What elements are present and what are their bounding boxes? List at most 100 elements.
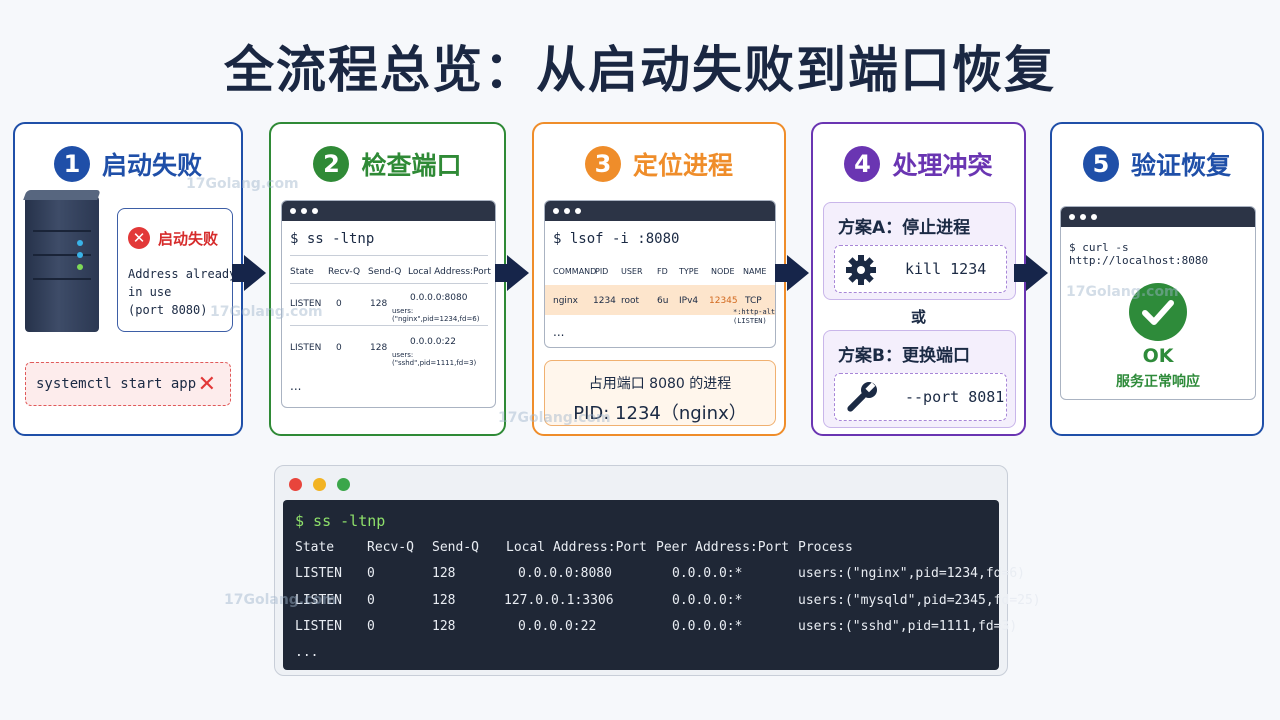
table-cell: 12345 bbox=[709, 296, 738, 306]
table-cell: 128 bbox=[432, 566, 456, 581]
ellipsis: ... bbox=[553, 325, 565, 339]
page-title: 全流程总览：从启动失败到端口恢复 bbox=[224, 41, 1056, 99]
flow-arrow bbox=[1014, 255, 1048, 291]
table-cell: 0.0.0.0:* bbox=[672, 619, 743, 634]
terminal-command: $ curl -s http://localhost:8080 bbox=[1069, 241, 1209, 267]
column-header: FD bbox=[657, 267, 668, 276]
table-cell: 128 bbox=[370, 343, 388, 353]
table-cell: users:("mysqld",pid=2345,fd=25) bbox=[798, 593, 1041, 608]
column-header: Local Address:Port bbox=[408, 267, 491, 277]
minimize-dot[interactable] bbox=[313, 478, 326, 491]
table-cell: 0.0.0.0:22 bbox=[518, 619, 597, 634]
step-title: 定位进程 bbox=[632, 151, 733, 180]
mini-terminal: $ ss -ltnp State Recv-Q Send-Q Local Add… bbox=[281, 200, 496, 408]
mini-terminal: $ lsof -i :8080 COMMAND PID USER FD TYPE… bbox=[544, 200, 776, 348]
plan-b-title: 方案B：更换端口 bbox=[838, 346, 970, 366]
occupy-label: 占用端口 8080 的进程 bbox=[588, 376, 732, 392]
step-number: 5 bbox=[1082, 146, 1119, 182]
plan-a-command: kill 1234 bbox=[905, 260, 987, 278]
plan-b: 方案B：更换端口 --port 8081 bbox=[823, 330, 1016, 428]
pid-label: PID: 1234（nginx） bbox=[573, 403, 747, 424]
maximize-dot[interactable] bbox=[337, 478, 350, 491]
column-header: Send-Q bbox=[432, 540, 479, 555]
table-cell: 0.0.0.0:8080 bbox=[518, 566, 612, 581]
ok-label: OK bbox=[1142, 345, 1174, 367]
column-header: NODE bbox=[711, 267, 735, 276]
step-4-card: 4 处理冲突 方案A：停止进程 kill 1234 或 方案B：更换端口 bbox=[811, 122, 1026, 436]
flow-arrow bbox=[232, 255, 266, 291]
table-cell: 0 bbox=[336, 343, 342, 353]
plan-a: 方案A：停止进程 kill 1234 bbox=[823, 202, 1016, 300]
table-cell: users:("sshd",pid=1111,fd=3) bbox=[798, 619, 1018, 634]
table-cell: LISTEN bbox=[290, 343, 322, 353]
column-header: PID bbox=[595, 267, 609, 276]
terminal-command: $ ss -ltnp bbox=[290, 231, 375, 247]
step-2-card: 2 检查端口 $ ss -ltnp State Recv-Q Send-Q Lo… bbox=[269, 122, 506, 436]
ellipsis: ... bbox=[295, 645, 319, 660]
server-icon bbox=[23, 190, 101, 332]
watermark: 17Golang.com bbox=[224, 592, 337, 608]
column-header: Recv-Q bbox=[328, 267, 361, 277]
step-number: 3 bbox=[584, 146, 621, 182]
table-cell: 0.0.0.0:* bbox=[672, 593, 743, 608]
table-cell: 0 bbox=[367, 593, 375, 608]
x-circle-icon: ✕ bbox=[128, 227, 150, 249]
check-circle-icon bbox=[1129, 283, 1187, 341]
step-5-card: 5 验证恢复 $ curl -s http://localhost:8080 O… bbox=[1050, 122, 1264, 436]
table-cell: users:("sshd",pid=1111,fd=3) bbox=[392, 351, 477, 367]
column-header: Recv-Q bbox=[367, 540, 414, 555]
highlighted-row bbox=[545, 285, 775, 315]
column-header: Send-Q bbox=[368, 267, 402, 277]
step-number: 2 bbox=[313, 146, 350, 182]
step-1-card: 1 启动失败 ✕ 启动失败 Address already in use (po… bbox=[13, 122, 243, 436]
table-cell: 0.0.0.0:22 bbox=[410, 337, 456, 347]
table-cell: 0.0.0.0:* bbox=[672, 566, 743, 581]
column-header: Local Address:Port bbox=[506, 540, 647, 555]
terminal-command: $ ss -ltnp bbox=[295, 512, 386, 530]
ellipsis: ... bbox=[290, 379, 302, 393]
table-cell: 0 bbox=[367, 566, 375, 581]
table-cell: 0 bbox=[336, 299, 342, 309]
table-cell: 128 bbox=[432, 593, 456, 608]
table-cell: users:("nginx",pid=1234,fd=6) bbox=[798, 566, 1025, 581]
step-title: 启动失败 bbox=[101, 151, 202, 180]
column-header: TYPE bbox=[679, 267, 699, 276]
watermark: 17Golang.com bbox=[1066, 284, 1179, 300]
step-4-header: 4 处理冲突 bbox=[813, 146, 1024, 182]
flow-arrow bbox=[495, 255, 529, 291]
table-cell: LISTEN bbox=[295, 593, 342, 608]
table-cell: LISTEN bbox=[295, 566, 342, 581]
ok-sub-label: 服务正常响应 bbox=[1116, 374, 1200, 390]
close-dot[interactable] bbox=[289, 478, 302, 491]
table-cell: nginx bbox=[553, 296, 578, 306]
watermark: 17Golang.com bbox=[210, 304, 323, 320]
table-cell: LISTEN bbox=[290, 299, 322, 309]
step-title: 验证恢复 bbox=[1130, 151, 1231, 180]
command-text: systemctl start app bbox=[36, 376, 197, 392]
step-5-header: 5 验证恢复 bbox=[1052, 146, 1262, 182]
error-message: Address already in use (port 8080) bbox=[128, 267, 237, 317]
mini-terminal: $ curl -s http://localhost:8080 OK 服务正常响… bbox=[1060, 206, 1256, 400]
terminal-screen: $ ss -ltnp State Recv-Q Send-Q Local Add… bbox=[283, 500, 1041, 670]
table-cell: 128 bbox=[370, 299, 388, 309]
step-2-header: 2 检查端口 bbox=[271, 146, 504, 182]
table-cell: users:("nginx",pid=1234,fd=6) bbox=[392, 307, 480, 323]
table-cell: 127.0.0.1:3306 bbox=[504, 593, 614, 608]
step-1-header: 1 启动失败 bbox=[15, 146, 241, 182]
table-cell: root bbox=[621, 296, 640, 306]
watermark: 17Golang.com bbox=[498, 410, 611, 426]
table-cell: LISTEN bbox=[295, 619, 342, 634]
step-title: 处理冲突 bbox=[892, 151, 993, 180]
plan-b-command: --port 8081 bbox=[905, 388, 1005, 406]
step-3-card: 3 定位进程 $ lsof -i :8080 COMMAND PID USER … bbox=[532, 122, 786, 436]
step-number: 4 bbox=[844, 146, 881, 182]
table-cell: *:http-alt (LISTEN) bbox=[733, 308, 776, 325]
table-cell: 6u bbox=[657, 296, 669, 306]
table-cell: IPv4 bbox=[679, 296, 699, 306]
column-header: Peer Address:Port bbox=[656, 540, 790, 555]
terminal-command: $ lsof -i :8080 bbox=[553, 231, 680, 247]
wrench-icon bbox=[847, 382, 877, 412]
close-icon: ✕ bbox=[197, 371, 216, 397]
table-cell: 0 bbox=[367, 619, 375, 634]
error-label: 启动失败 bbox=[158, 229, 219, 248]
